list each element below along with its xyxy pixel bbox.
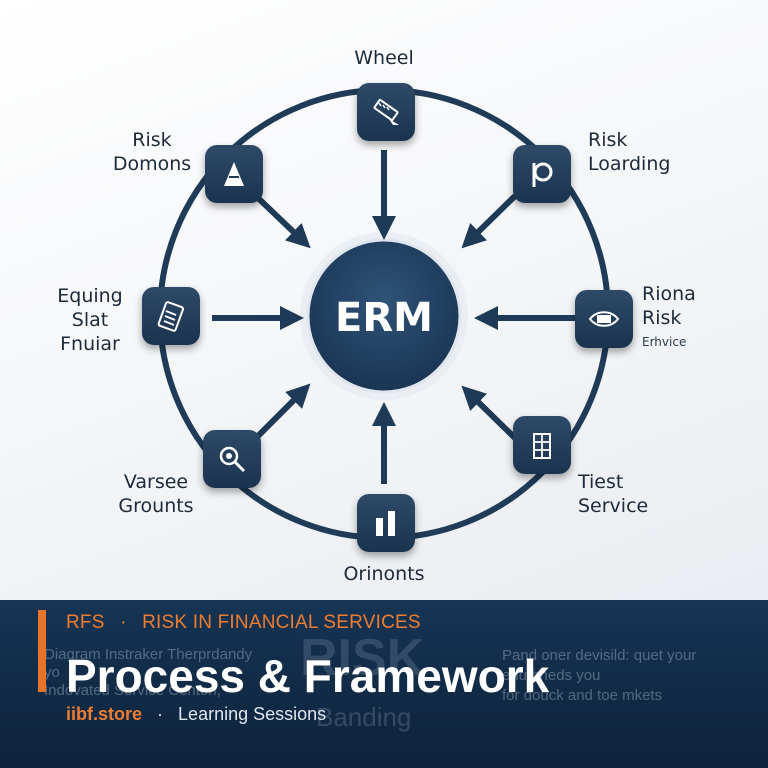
node-label-text: Risk Loarding: [588, 129, 671, 175]
footer-brand-line: iibf.store · Learning Sessions: [66, 704, 326, 725]
node-orinonts[interactable]: [357, 494, 415, 552]
node-label-equing-slat-fnuiar: Equing Slat Fnuiar: [40, 284, 140, 356]
node-label-risk-loarding: Risk Loarding: [588, 128, 718, 176]
node-equing-slat-fnuiar[interactable]: [142, 287, 200, 345]
ruler-tool-icon: [373, 98, 399, 125]
node-label-risk-domons: Risk Domons: [92, 128, 212, 176]
node-varsee-grounts[interactable]: [203, 430, 261, 488]
category-separator: ·: [120, 612, 127, 633]
footer-banner: [0, 600, 768, 768]
footer-title: Process & Framework: [66, 650, 550, 702]
erm-diagram: [157, 87, 611, 541]
node-tiest-service[interactable]: [513, 416, 571, 474]
hub-label: ERM: [335, 295, 433, 341]
node-label-text: Tiest Service: [578, 471, 649, 517]
category-name: RISK IN FINANCIAL SERVICES: [142, 612, 421, 633]
p-letter-icon: [532, 162, 553, 187]
arrow-varsee-grounts: [255, 383, 311, 439]
node-label-text: Risk Domons: [112, 129, 192, 175]
footer-accent-bar: [38, 610, 46, 692]
building-grid-icon: [533, 433, 551, 459]
cone-icon: [224, 162, 244, 186]
brand-link[interactable]: iibf.store: [66, 704, 143, 724]
ghost-text-risk: RISK: [300, 629, 425, 687]
hub-circle: [306, 238, 462, 394]
node-risk-domons[interactable]: [205, 145, 263, 203]
node-wheel[interactable]: [357, 83, 415, 141]
node-label-varsee-grounts: Varsee Grounts: [96, 470, 216, 518]
node-label-text: Riona Risk: [642, 283, 696, 329]
node-label-text: Orinonts: [343, 563, 425, 585]
brand-separator: ·: [157, 704, 164, 724]
node-label-text: Varsee Grounts: [118, 471, 194, 517]
ghost-text-banding: Banding: [316, 702, 412, 732]
magnifier-icon: [219, 446, 246, 473]
ghost-text-right: Pand oner devisild: quet your erluthneds…: [502, 647, 697, 704]
node-label-wheel: Wheel: [320, 46, 448, 70]
node-sublabel-text: Erhvice: [642, 335, 687, 349]
eye-band-icon: [588, 311, 620, 327]
node-label-text: Equing Slat Fnuiar: [57, 285, 123, 355]
ghost-text-left: Diagram Instraker Therprdandy yo Indovat…: [44, 646, 253, 699]
node-label-text: Wheel: [354, 47, 414, 69]
arrow-risk-domons: [255, 195, 311, 249]
node-label-orinonts: Orinonts: [320, 562, 448, 586]
series-name: Learning Sessions: [178, 704, 327, 724]
arrow-group: [212, 150, 578, 484]
node-riona-risk[interactable]: [575, 290, 633, 348]
footer-category: RFS · RISK IN FINANCIAL SERVICES: [66, 612, 421, 634]
bar-chart-icon: [376, 511, 395, 536]
node-risk-loarding[interactable]: [513, 145, 571, 203]
arrow-risk-loarding: [461, 193, 518, 249]
node-label-tiest-service: Tiest Service: [578, 470, 708, 518]
category-code: RFS: [66, 612, 105, 633]
arrow-tiest-service: [461, 385, 518, 441]
calculator-icon: [157, 301, 184, 332]
